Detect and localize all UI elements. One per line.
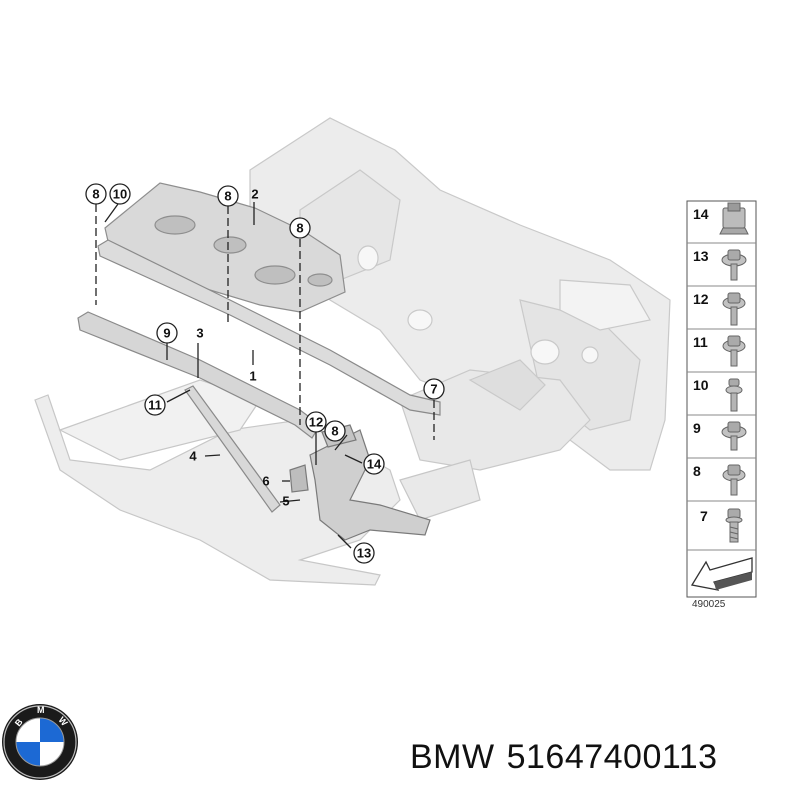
callout-8: 8: [289, 217, 311, 239]
callout-5: 5: [282, 494, 289, 509]
callout-7: 7: [423, 378, 445, 400]
svg-text:8: 8: [331, 424, 338, 439]
svg-text:7: 7: [430, 382, 437, 397]
svg-text:M: M: [37, 705, 45, 715]
direction-arrow-icon: [690, 557, 753, 591]
callouts: 8 10 8 2 8 9 3 1 7 11 12: [85, 183, 445, 564]
svg-text:8: 8: [224, 189, 231, 204]
svg-text:9: 9: [163, 326, 170, 341]
callout-3: 3: [196, 326, 203, 341]
flange-bolt-icon: [721, 249, 747, 281]
diagonal-strut: [184, 385, 281, 513]
brand-name: BMW: [410, 738, 495, 776]
legend-item-9: 9: [693, 420, 701, 436]
leader-lines: [95, 202, 435, 549]
flange-bolt-icon: [722, 292, 746, 326]
svg-text:B: B: [13, 716, 25, 728]
svg-text:10: 10: [113, 187, 127, 202]
clip-nut-icon: [719, 202, 749, 235]
diagram-code: 490025: [692, 599, 726, 610]
flange-bolt-icon: [722, 464, 746, 496]
callout-2: 2: [251, 187, 258, 202]
callout-4: 4: [189, 449, 197, 464]
callout-10: 10: [109, 183, 131, 205]
part-number: 51647400113: [506, 738, 718, 776]
legend-item-11: 11: [693, 334, 708, 350]
callout-11: 11: [144, 394, 166, 416]
flange-bolt-icon: [721, 421, 747, 451]
svg-text:8: 8: [92, 187, 99, 202]
svg-text:13: 13: [357, 546, 371, 561]
legend-item-8: 8: [693, 463, 701, 479]
legend-item-13: 13: [693, 248, 709, 264]
threaded-bolt-icon: [725, 508, 743, 543]
fastener-legend: 14 13 12 11 10: [686, 200, 757, 610]
callout-8: 8: [324, 420, 346, 442]
screw-icon: [725, 378, 743, 412]
bumper-frame: [34, 379, 481, 586]
callout-1: 1: [249, 369, 256, 384]
upper-carrier-panel: [104, 182, 346, 313]
legend-item-7: 7: [700, 508, 708, 524]
callout-8: 8: [217, 185, 239, 207]
callout-9: 9: [156, 322, 178, 344]
legend-item-12: 12: [693, 291, 709, 307]
flange-bolt-icon: [722, 335, 746, 367]
body-structure: [249, 117, 671, 471]
callout-12: 12: [305, 411, 327, 433]
legend-item-14: 14: [693, 206, 709, 222]
legend-item-10: 10: [693, 377, 709, 393]
product-title: BMW 51647400113: [410, 738, 718, 777]
svg-text:14: 14: [367, 457, 382, 472]
svg-text:11: 11: [148, 398, 162, 413]
upper-cross-rail: [97, 239, 441, 416]
svg-text:8: 8: [296, 221, 303, 236]
callout-8: 8: [85, 183, 107, 205]
callout-14: 14: [363, 453, 385, 475]
callout-13: 13: [353, 542, 375, 564]
callout-6: 6: [262, 474, 269, 489]
svg-text:12: 12: [309, 415, 323, 430]
bmw-logo: B M W: [2, 704, 78, 780]
